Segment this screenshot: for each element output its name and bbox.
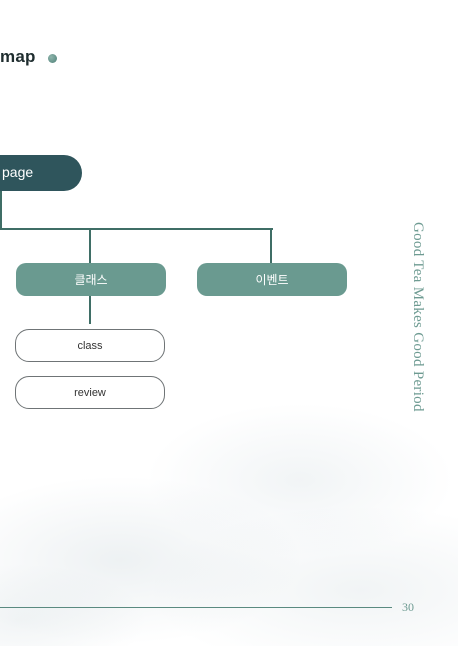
footer-divider	[0, 607, 392, 608]
review-subnode-label: review	[74, 386, 106, 399]
page-number: 30	[402, 600, 414, 614]
side-caption-text: Good Tea Makes Good Period	[410, 222, 426, 412]
connector-to-class-node	[89, 228, 91, 263]
event-category-label: 이벤트	[255, 273, 289, 287]
root-node: page	[0, 155, 82, 191]
root-node-label: page	[2, 164, 34, 180]
side-caption: Good Tea Makes Good Period	[398, 222, 438, 432]
connector-class-to-sub	[89, 296, 91, 324]
class-subnode: class	[15, 329, 165, 362]
title-dot-icon	[48, 54, 57, 63]
class-category-label: 클래스	[74, 273, 108, 287]
class-category-node: 클래스	[16, 263, 166, 296]
page-title: map	[0, 47, 36, 66]
review-subnode: review	[15, 376, 165, 409]
class-subnode-label: class	[77, 339, 103, 352]
connector-to-event-node	[270, 228, 272, 263]
connector-root-down	[0, 191, 2, 229]
event-category-node: 이벤트	[197, 263, 347, 296]
connector-horizontal	[0, 228, 273, 230]
